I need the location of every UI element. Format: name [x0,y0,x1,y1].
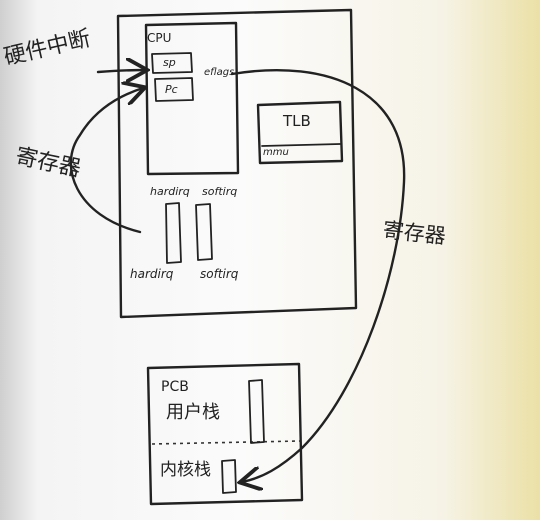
user-stack [248,379,265,444]
softirq-top-label: softirq [202,185,238,198]
softirq-stack [195,203,213,261]
save-registers-arrow-right [230,69,406,482]
tlb-divider [261,143,341,147]
system-box [116,8,358,319]
cpu-label: CPU [147,31,172,45]
interrupt-arrow [96,70,145,72]
pcb-label: PCB [161,379,189,395]
pc-label: Pc [165,83,178,96]
user-stack-label: 用户栈 [166,402,220,423]
kernel-stack-label: 内核栈 [160,460,211,480]
save-registers-arrow-left [69,88,143,234]
hardirq-stack [165,202,182,264]
pc-register-box [154,77,194,102]
cpu-box [144,21,240,176]
mmu-label: mmu [263,147,289,158]
cpu-side-register-label: eflags [204,67,235,78]
hardirq-bottom-label: hardirq [130,267,174,281]
pcb-box [146,362,304,506]
hardirq-top-label: hardirq [150,185,190,198]
softirq-bottom-label: softirq [200,267,239,281]
tlb-box [256,100,344,165]
sp-label: sp [163,56,176,69]
sp-register-box [151,52,193,74]
tlb-label: TLB [283,112,311,130]
kernel-stack [221,459,237,494]
pcb-divider [151,440,301,445]
